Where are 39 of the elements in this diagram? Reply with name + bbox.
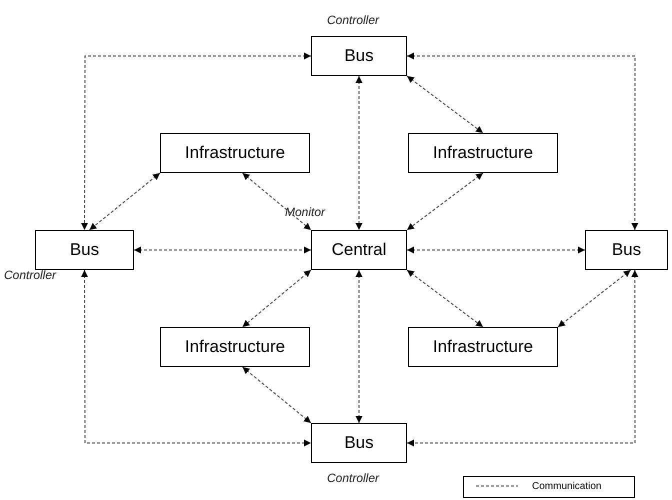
connector-arrow [406,270,484,328]
box-label: Central [332,240,386,260]
connector-arrow [558,270,632,328]
process-box [311,36,407,76]
connector-arrow [406,52,638,230]
connector-arrow [406,270,638,446]
box-label: Infrastructure [432,143,534,163]
process-box [35,230,134,270]
box-label: Bus [344,46,374,66]
role-caption: Controller [4,268,56,282]
connector-arrow [356,270,362,424]
box-label: Infrastructure [184,337,286,357]
process-box [311,423,407,463]
connector-arrow [406,172,484,230]
box-label: Infrastructure [184,143,286,163]
connector-arrow [356,76,362,230]
box-label: Bus [612,240,642,260]
role-caption: Monitor [285,205,326,219]
process-box [311,230,407,270]
process-box [160,133,310,173]
box-label: Bus [344,433,374,453]
box-label: Bus [70,240,100,260]
connector-arrow [134,246,312,254]
connector-arrow [406,76,484,134]
legend-label: Communication [532,481,602,492]
process-box [160,327,310,367]
box-label: Infrastructure [432,337,534,357]
process-box [585,230,668,270]
role-caption: Controller [327,13,380,27]
connector-arrow [88,172,160,230]
role-caption: Controller [327,471,380,485]
process-box [408,133,558,173]
connector-arrow [406,246,586,254]
connector-arrow [81,270,312,446]
connector-arrow [242,270,312,328]
connector-arrow [242,172,312,230]
connector-arrow [242,366,312,424]
process-box [408,327,558,367]
connector-arrow [81,52,312,230]
